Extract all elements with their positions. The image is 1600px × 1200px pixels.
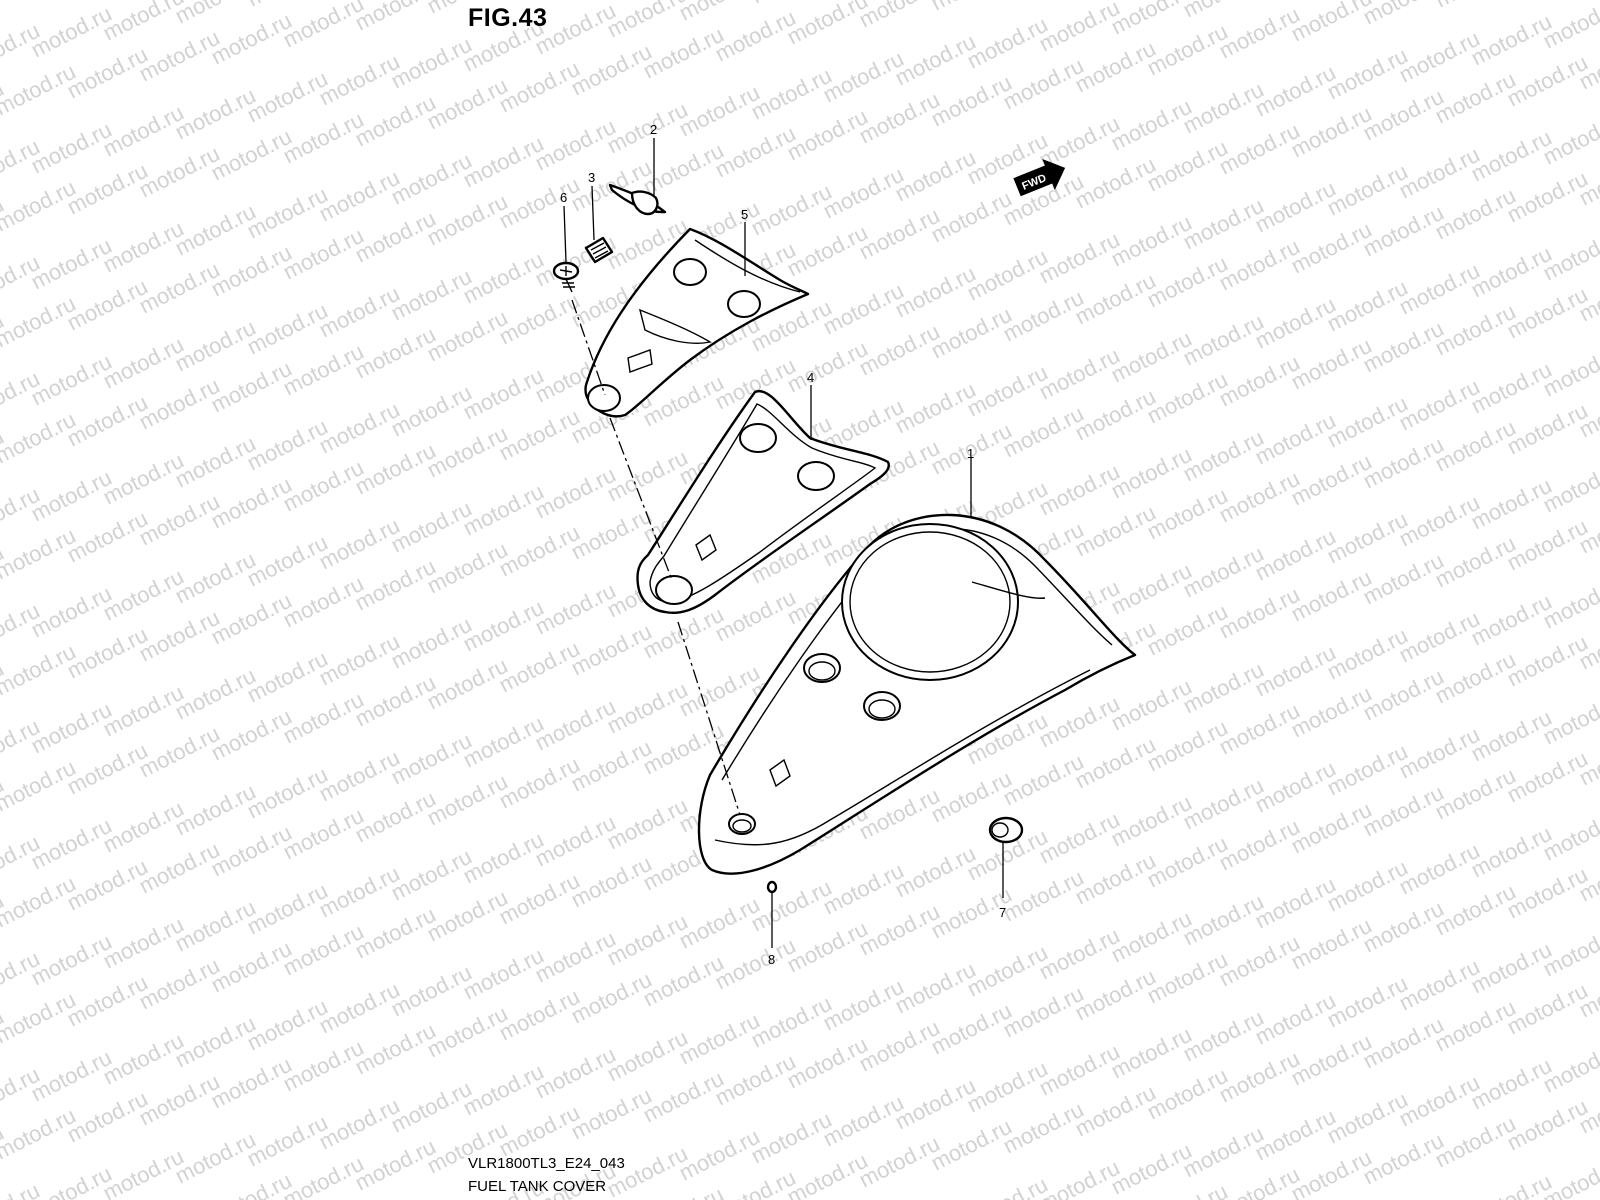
watermark-text: motod.ru [1359,0,1448,29]
watermark-text: motod.ru [279,0,368,52]
model-code-label: VLR1800TL3_E24_043 [468,1155,625,1172]
fwd-arrow-icon: FWD [1013,159,1066,197]
grommet-part [988,816,1024,844]
watermark-text: motod.ru [675,0,764,25]
callout-labels: 1 2 3 4 5 6 7 8 [560,122,1006,967]
watermark-text: motod.ru [1143,1179,1232,1200]
cover-gasket-part [636,389,890,614]
cover-plate-part [584,227,810,418]
watermark-text: motod.ru [927,0,1016,15]
watermark-text: motod.ru [1179,0,1268,22]
callout-label: 8 [768,952,775,967]
assembly-lines [571,299,741,816]
watermark-text: motod.ru [0,0,80,4]
watermark-text: motod.ru [1215,1162,1304,1200]
watermark-text: motod.ru [351,0,440,35]
badge-part [584,236,614,264]
callout-label: 6 [560,190,567,205]
callout-label: 1 [967,446,974,461]
clip-part [766,880,778,894]
watermark-text: motod.ru [1431,0,1520,12]
figure-title: FIG.43 [468,4,548,32]
callout-label: 2 [650,122,657,137]
watermark-text: motod.ru [171,0,260,28]
watermark-text: motod.ru [1539,1152,1600,1200]
watermark-text: motod.ru [495,0,584,1]
emblem-part [608,183,667,216]
callout-label: 4 [807,370,814,385]
watermark-text: motod.ru [1035,0,1124,56]
watermark-text: motod.ru [1539,0,1600,53]
fuel-tank-cover-part [697,513,1137,875]
screw-part [552,261,580,293]
callout-label: 5 [741,207,748,222]
leader-lines [563,138,1004,948]
figure-caption: FUEL TANK COVER [468,1178,607,1195]
callout-label: 7 [999,905,1006,920]
callout-label: 3 [588,170,595,185]
watermark-text: motod.ru [855,0,944,32]
watermark-text: motod.ru [639,1182,728,1200]
